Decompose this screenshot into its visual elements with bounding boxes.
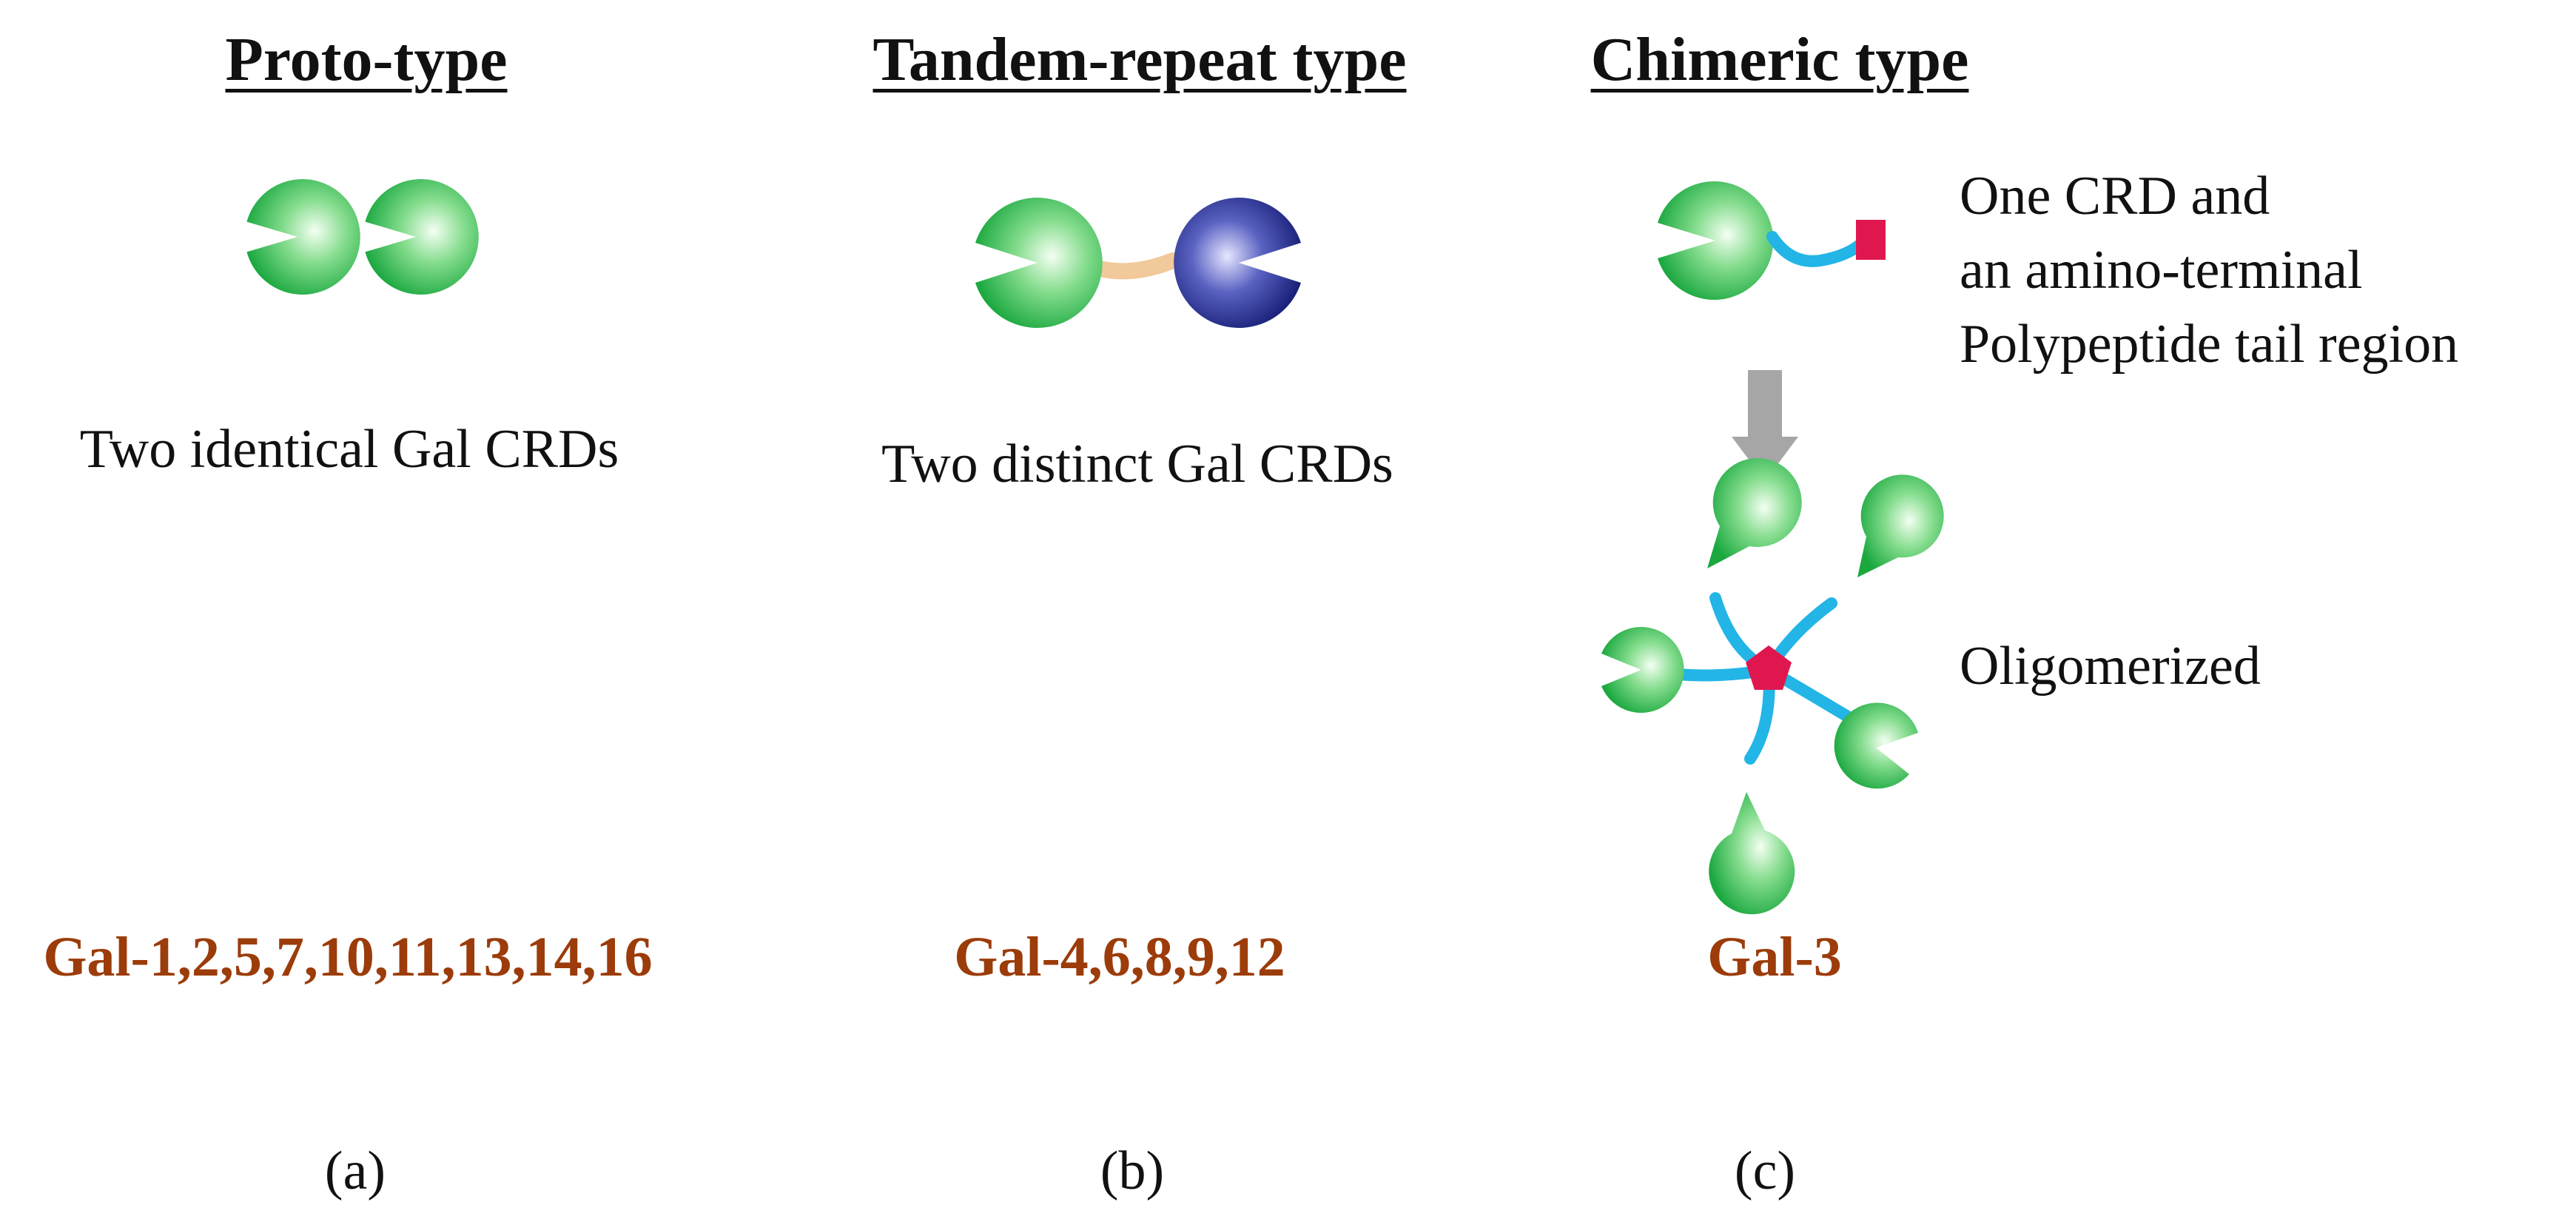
- tandem-repeat-description: Two distinct Gal CRDs: [881, 434, 1393, 494]
- linker-icon: [1083, 252, 1181, 280]
- crd-pacman-icon: [365, 178, 479, 295]
- chimeric-members: Gal-3: [1707, 926, 1842, 988]
- chimeric-description: One CRD and an amino-terminal Polypeptid…: [1960, 159, 2458, 381]
- tandem-repeat-members: Gal-4,6,8,9,12: [954, 926, 1285, 988]
- panel-label-c: (c): [1734, 1141, 1796, 1201]
- tail-icon: [1766, 231, 1866, 267]
- crd-pacman-icon: [1658, 181, 1774, 300]
- tail-square-icon: [1856, 220, 1886, 260]
- tandem-repeat-dimer: [975, 197, 1301, 329]
- crd-pacman-icon: [1707, 457, 1802, 568]
- proto-type-members: Gal-1,2,5,7,10,11,13,14,16: [43, 926, 653, 988]
- chimeric-type-heading: Chimeric type: [1590, 25, 1969, 94]
- crd-pacman-icon: [1601, 627, 1684, 714]
- crd-pacman-icon: [1857, 474, 1944, 577]
- panel-label-a: (a): [324, 1141, 386, 1201]
- crd-pacman-icon: [1174, 198, 1301, 329]
- crd-pacman-icon: [246, 178, 360, 295]
- chimeric-description-line-3: Polypeptide tail region: [1960, 314, 2459, 375]
- crd-pacman-icon: [1834, 702, 1918, 789]
- chimeric-description-line-2: an amino-terminal: [1960, 240, 2363, 301]
- oligomer-pentamer: [1601, 457, 1944, 915]
- tandem-repeat-type-heading: Tandem-repeat type: [872, 25, 1407, 94]
- proto-type-heading: Proto-type: [225, 25, 508, 94]
- panel-label-b: (b): [1100, 1141, 1165, 1201]
- pentagon-core-icon: [1746, 645, 1792, 690]
- chimeric-monomer: [1658, 181, 1886, 300]
- chimeric-description-line-1: One CRD and: [1960, 166, 2270, 226]
- crd-pacman-icon: [1709, 792, 1795, 915]
- crd-pacman-icon: [975, 197, 1103, 328]
- oligomerized-label: Oligomerized: [1960, 636, 2261, 697]
- proto-type-description: Two identical Gal CRDs: [79, 419, 619, 480]
- proto-type-dimer: [246, 178, 479, 295]
